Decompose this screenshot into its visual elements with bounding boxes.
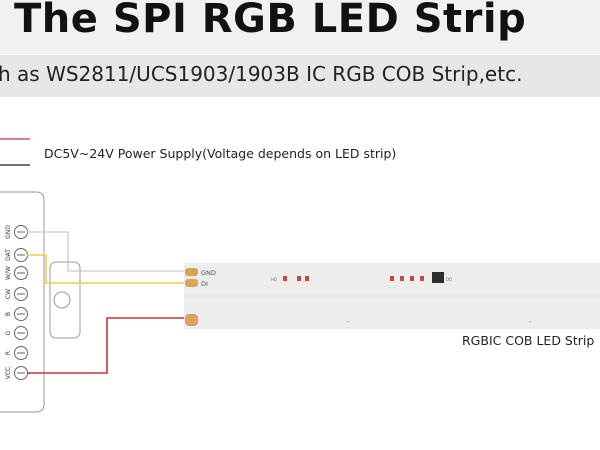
- terminal-b: B: [5, 307, 28, 321]
- direction-arrow-1: →: [346, 319, 350, 324]
- terminal-label-b: B: [5, 312, 12, 316]
- terminal-label-g: G: [5, 330, 12, 335]
- vcc-wire: [27, 317, 188, 374]
- gnd-pad: [185, 268, 198, 276]
- resistor-2: [305, 276, 309, 281]
- terminal-g: G: [5, 326, 28, 340]
- page-title: The SPI RGB LED Strip: [14, 0, 527, 42]
- vcc-pad: [185, 314, 198, 326]
- terminal-block: GND DAT W/W CW B G R: [5, 225, 28, 380]
- resistor-5: [410, 276, 414, 281]
- dat-wire: [27, 254, 188, 284]
- resistor-1: [297, 276, 301, 281]
- terminal-r: R: [5, 346, 28, 360]
- mount-hole: [53, 291, 71, 309]
- resistor-4: [400, 276, 404, 281]
- terminal-gnd: GND: [5, 225, 28, 239]
- terminal-label-r: R: [5, 351, 12, 355]
- mark-hq: HQ: [271, 277, 277, 282]
- terminal-label-gnd: GND: [5, 225, 12, 239]
- mark-do: DO: [446, 277, 452, 282]
- terminal-label-cw: CW: [5, 289, 12, 299]
- page-subtitle: h as WS2811/UCS1903/1903B IC RGB COB Str…: [0, 62, 523, 86]
- gnd-wire: [27, 231, 188, 272]
- ic-chip: [432, 272, 444, 283]
- terminal-label-vcc: VCC: [5, 367, 12, 379]
- terminal-label-ww: W/W: [5, 266, 12, 280]
- direction-arrow-2: →: [528, 319, 532, 324]
- title-band: The SPI RGB LED Strip: [0, 0, 600, 54]
- terminal-vcc: VCC: [5, 366, 28, 380]
- terminal-label-dat: DAT: [5, 249, 12, 261]
- terminal-dat: DAT: [5, 248, 28, 262]
- subtitle-band: h as WS2811/UCS1903/1903B IC RGB COB Str…: [0, 55, 600, 97]
- pad-label-gnd: GND: [201, 269, 216, 277]
- resistor-3: [390, 276, 394, 281]
- terminal-cw: CW: [5, 287, 28, 301]
- led-r: [283, 276, 287, 281]
- power-supply-label: DC5V~24V Power Supply(Voltage depends on…: [44, 146, 397, 161]
- terminal-ww: W/W: [5, 266, 28, 280]
- strip-name-label: RGBIC COB LED Strip: [462, 333, 595, 348]
- resistor-6: [420, 276, 424, 281]
- controller-body: [0, 191, 45, 413]
- pad-label-di: DI: [201, 280, 208, 288]
- di-pad: [185, 279, 198, 287]
